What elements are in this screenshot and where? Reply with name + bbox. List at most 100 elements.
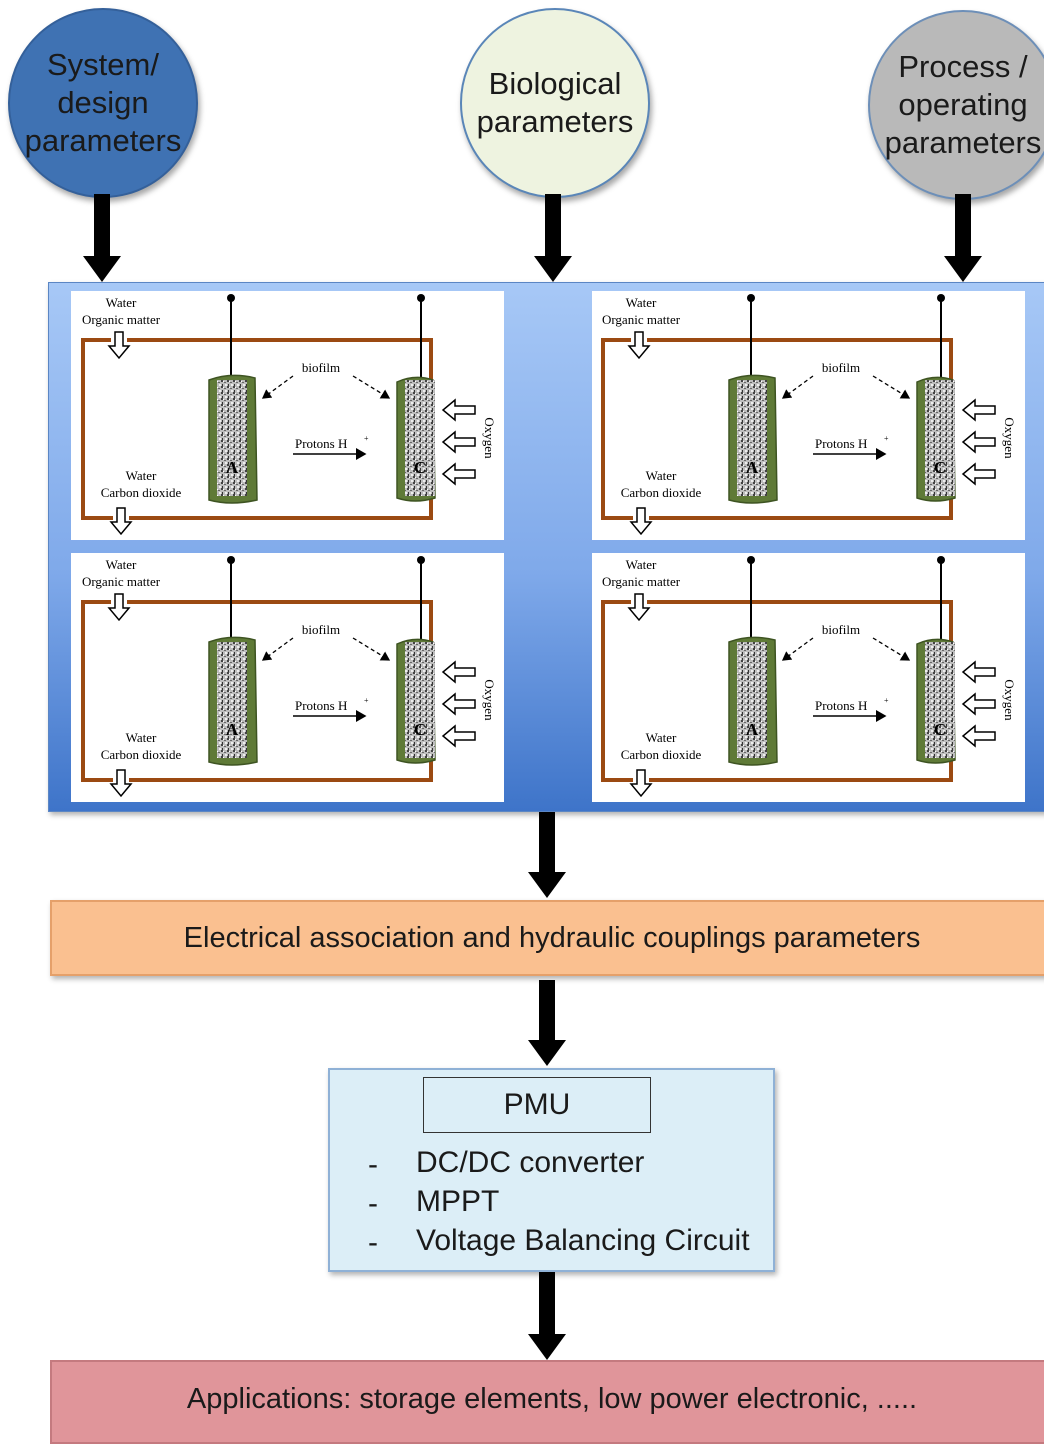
oxygen-arrow-icon	[442, 693, 476, 715]
biofilm-pointer-anode	[781, 375, 814, 399]
oxygen-arrow-icon	[962, 693, 996, 715]
anode-label: A	[226, 458, 239, 477]
inlet-organic-matter-label: Organic matter	[82, 574, 161, 589]
oxygen-arrow-icon	[962, 661, 996, 683]
anode-label: A	[746, 720, 759, 739]
inlet-water-label: Water	[626, 557, 657, 572]
biofilm-label: biofilm	[302, 622, 340, 637]
oxygen-arrow-icon	[442, 399, 476, 421]
anode-terminal	[747, 556, 755, 564]
outlet-water-label: Water	[126, 730, 157, 745]
outlet-water-label: Water	[126, 468, 157, 483]
inlet-arrow-icon	[628, 593, 650, 621]
cathode-label: C	[934, 458, 946, 477]
protons-label: Protons H	[815, 698, 867, 713]
outlet-carbon-dioxide-label: Carbon dioxide	[101, 485, 182, 500]
inlet-water-label: Water	[106, 557, 137, 572]
biofilm-pointer-cathode	[352, 375, 391, 399]
anode-terminal	[227, 556, 235, 564]
bullet-dash: -	[368, 1148, 378, 1181]
biological-parameters-label: Biological parameters	[476, 66, 634, 139]
system-design-parameters-label: System/ design parameters	[24, 47, 182, 158]
pmu-item: MPPT	[416, 1185, 500, 1218]
cathode-label: C	[934, 720, 946, 739]
arrow-down-icon	[83, 194, 121, 282]
arrow-down-icon	[528, 980, 566, 1066]
oxygen-arrow-icon	[962, 399, 996, 421]
protons-label: Protons H	[295, 436, 347, 451]
inlet-arrow-icon	[108, 331, 130, 359]
protons-superscript: +	[884, 434, 889, 443]
biofilm-label: biofilm	[822, 360, 860, 375]
biological-parameters-circle: Biological parameters	[460, 8, 650, 198]
pmu-item: DC/DC converter	[416, 1146, 645, 1179]
protons-superscript: +	[884, 696, 889, 705]
cathode-electrode	[925, 642, 955, 758]
protons-superscript: +	[364, 696, 369, 705]
cathode-electrode	[405, 380, 435, 496]
oxygen-arrow-icon	[962, 463, 996, 485]
outlet-water-label: Water	[646, 730, 677, 745]
biofilm-pointer-cathode	[352, 637, 391, 661]
anode-electrode	[217, 380, 247, 496]
cathode-label: C	[414, 458, 426, 477]
outlet-carbon-dioxide-label: Carbon dioxide	[621, 747, 702, 762]
arrow-down-icon	[534, 194, 572, 282]
oxygen-arrow-icon	[962, 431, 996, 453]
anode-label: A	[746, 458, 759, 477]
anode-terminal	[747, 294, 755, 302]
biofilm-pointer-cathode	[872, 375, 911, 399]
inlet-water-label: Water	[626, 295, 657, 310]
oxygen-arrow-icon	[442, 463, 476, 485]
biofilm-pointer-anode	[261, 375, 294, 399]
process-operating-parameters-circle: Process / operating parameters	[868, 10, 1044, 200]
oxygen-label: Oxygen	[482, 679, 497, 721]
biofilm-pointer-anode	[781, 637, 814, 661]
arrow-down-icon	[528, 810, 566, 898]
protons-label: Protons H	[815, 436, 867, 451]
applications-box: Applications: storage elements, low powe…	[50, 1360, 1044, 1444]
oxygen-arrow-icon	[442, 725, 476, 747]
reactor-wall	[81, 600, 433, 782]
anode-terminal	[227, 294, 235, 302]
biofilm-pointer-cathode	[872, 637, 911, 661]
pmu-box: PMU - DC/DC converter - MPPT - Voltage B…	[328, 1068, 775, 1272]
outlet-carbon-dioxide-label: Carbon dioxide	[621, 485, 702, 500]
inlet-water-label: Water	[106, 295, 137, 310]
coupling-parameters-box: Electrical association and hydraulic cou…	[50, 900, 1044, 976]
oxygen-label: Oxygen	[482, 417, 497, 459]
anode-electrode	[737, 380, 767, 496]
process-operating-parameters-label: Process / operating parameters	[884, 49, 1042, 160]
outlet-carbon-dioxide-label: Carbon dioxide	[101, 747, 182, 762]
outlet-water-label: Water	[646, 468, 677, 483]
protons-label: Protons H	[295, 698, 347, 713]
inlet-organic-matter-label: Organic matter	[602, 574, 681, 589]
applications-label: Applications: storage elements, low powe…	[186, 1382, 918, 1415]
cathode-terminal	[937, 294, 945, 302]
oxygen-arrow-icon	[442, 431, 476, 453]
cathode-label: C	[414, 720, 426, 739]
oxygen-label: Oxygen	[1002, 679, 1017, 721]
anode-electrode	[217, 642, 247, 758]
pmu-title: PMU	[423, 1077, 651, 1133]
cathode-electrode	[405, 642, 435, 758]
oxygen-arrow-icon	[442, 661, 476, 683]
cathode-terminal	[937, 556, 945, 564]
reactor-wall	[81, 338, 433, 520]
biofilm-pointer-anode	[261, 637, 294, 661]
anode-label: A	[226, 720, 239, 739]
cathode-electrode	[925, 380, 955, 496]
arrow-down-icon	[528, 1272, 566, 1360]
bullet-dash: -	[368, 1226, 378, 1259]
inlet-organic-matter-label: Organic matter	[82, 312, 161, 327]
system-design-parameters-circle: System/ design parameters	[8, 8, 198, 198]
biofilm-label: biofilm	[822, 622, 860, 637]
reactor-wall	[601, 600, 953, 782]
oxygen-label: Oxygen	[1002, 417, 1017, 459]
